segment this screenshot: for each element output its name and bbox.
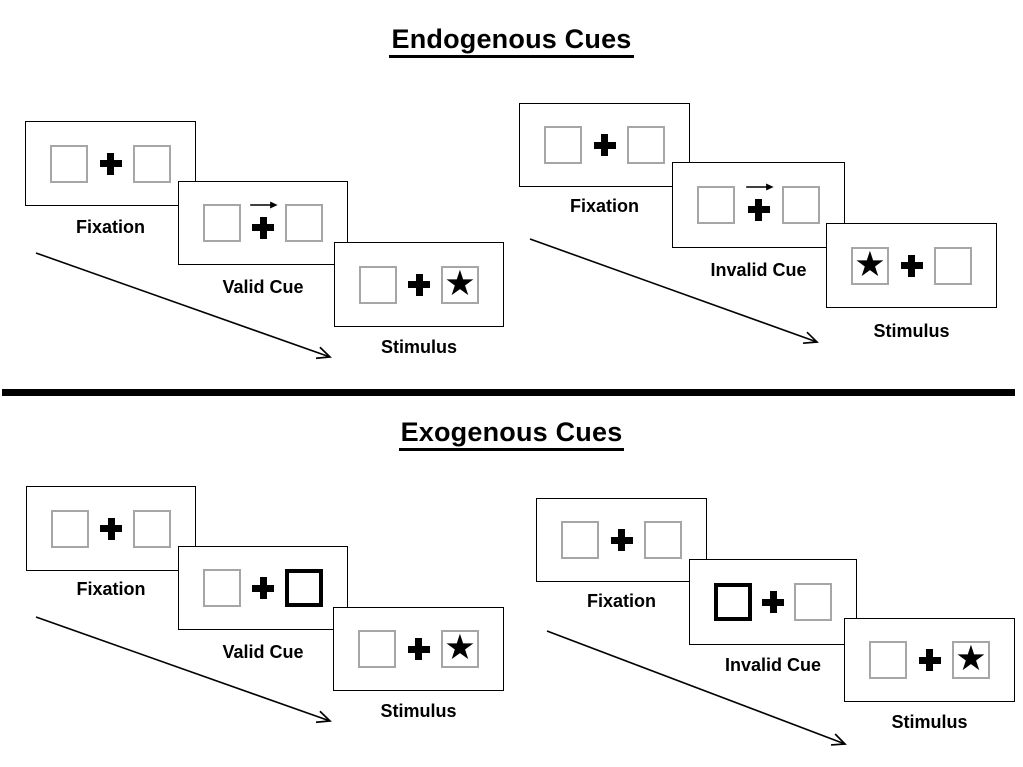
fixation-cross-icon [99, 152, 122, 175]
label-stimulus: Stimulus [873, 321, 950, 341]
label-valid-cue: Valid Cue [222, 277, 304, 297]
placeholder-box-right [285, 204, 323, 242]
section-title-exogenous: Exogenous Cues [0, 417, 1023, 451]
cue-highlight-box-right [285, 569, 323, 607]
section-title-endogenous-text: Endogenous Cues [389, 24, 634, 58]
star-stimulus-icon: ★ [444, 628, 476, 668]
panel-exogenous-valid-stimulus: ★ [333, 607, 504, 691]
target-box-right: ★ [441, 630, 479, 668]
fixation-cross-icon [747, 198, 770, 221]
placeholder-box-right [782, 186, 820, 224]
cue-arrow-right-icon [745, 183, 774, 190]
placeholder-box-right [644, 521, 682, 559]
section-title-exogenous-text: Exogenous Cues [398, 417, 625, 451]
cue-arrow-right-icon [250, 201, 278, 208]
fixation-cross-icon [407, 638, 430, 660]
fixation-cross-icon [100, 517, 122, 540]
placeholder-box-right [133, 509, 171, 548]
placeholder-box-right [794, 583, 832, 621]
target-box-left: ★ [851, 244, 889, 285]
placeholder-box-left [561, 521, 599, 559]
placeholder-box-left [50, 144, 88, 183]
star-stimulus-icon: ★ [854, 244, 886, 285]
placeholder-box-left [869, 641, 907, 679]
fixation-cross-icon [900, 254, 923, 277]
fixation-cross-icon [252, 577, 274, 599]
timeline-arrow-endogenous-invalid [529, 238, 819, 345]
panel-endogenous-invalid-cue [672, 162, 845, 248]
panel-endogenous-valid-stimulus: ★ [334, 242, 504, 327]
panel-exogenous-valid-cue [178, 546, 348, 630]
panel-endogenous-invalid-fixation [519, 103, 690, 187]
panel-exogenous-invalid-fixation [536, 498, 707, 582]
timeline-arrow-exogenous-invalid [546, 630, 847, 746]
panel-exogenous-invalid-cue [689, 559, 857, 645]
placeholder-box-right [627, 126, 665, 164]
label-invalid-cue: Invalid Cue [710, 260, 807, 280]
panel-exogenous-valid-fixation [26, 486, 196, 571]
placeholder-box-right [133, 144, 171, 183]
label-fixation: Fixation [569, 196, 639, 216]
placeholder-box-right [934, 246, 972, 285]
section-divider [2, 389, 1015, 396]
placeholder-box-left [697, 186, 735, 224]
placeholder-box-left [544, 126, 582, 164]
star-stimulus-icon: ★ [444, 263, 476, 304]
section-title-endogenous: Endogenous Cues [0, 24, 1023, 58]
label-valid-cue: Valid Cue [222, 642, 304, 662]
fixation-cross-icon [593, 134, 616, 156]
label-fixation: Fixation [76, 579, 146, 599]
fixation-cross-icon [610, 529, 633, 551]
label-stimulus: Stimulus [380, 701, 457, 721]
placeholder-box-left [359, 265, 397, 304]
fixation-cross-icon [408, 273, 430, 296]
placeholder-box-left [51, 509, 89, 548]
star-stimulus-icon: ★ [955, 639, 987, 679]
cue-highlight-box-left [714, 583, 752, 621]
label-invalid-cue: Invalid Cue [724, 655, 822, 675]
panel-endogenous-valid-fixation [25, 121, 196, 206]
timeline-arrow-endogenous-valid [35, 252, 332, 360]
label-stimulus: Stimulus [380, 337, 457, 357]
placeholder-box-left [358, 630, 396, 668]
placeholder-box-left [203, 204, 241, 242]
timeline-arrow-exogenous-valid [35, 616, 332, 724]
panel-endogenous-invalid-stimulus: ★ [826, 223, 997, 308]
fixation-cross-icon [918, 649, 941, 671]
placeholder-box-left [203, 569, 241, 607]
fixation-cross-icon [762, 591, 784, 613]
label-fixation: Fixation [75, 217, 145, 237]
panel-exogenous-invalid-stimulus: ★ [844, 618, 1015, 702]
panel-endogenous-valid-cue [178, 181, 348, 265]
target-box-right: ★ [952, 641, 990, 679]
label-fixation: Fixation [586, 591, 656, 611]
label-stimulus: Stimulus [891, 712, 968, 732]
target-box-right: ★ [441, 263, 479, 304]
fixation-cross-icon [252, 216, 274, 239]
